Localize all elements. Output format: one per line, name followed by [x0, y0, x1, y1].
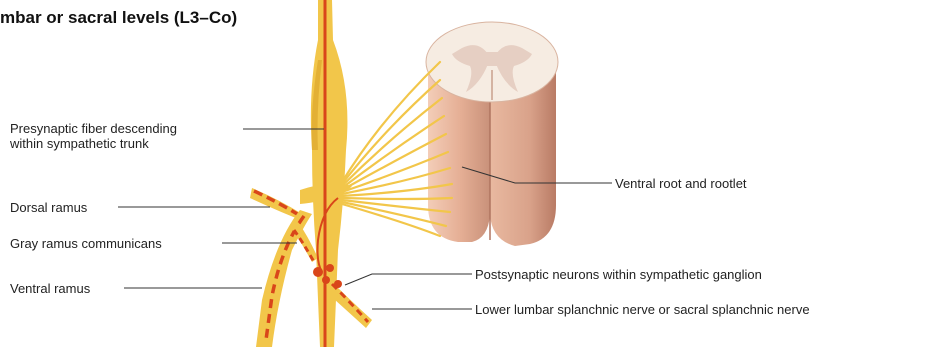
label-ventral-root: Ventral root and rootlet	[615, 176, 747, 191]
label-presynaptic-fiber: Presynaptic fiber descending within symp…	[10, 121, 177, 151]
label-dorsal-ramus: Dorsal ramus	[10, 200, 87, 215]
label-presynaptic-line1: Presynaptic fiber descending	[10, 121, 177, 136]
label-postsynaptic-neurons: Postsynaptic neurons within sympathetic …	[475, 267, 762, 282]
label-gray-ramus: Gray ramus communicans	[10, 236, 162, 251]
label-presynaptic-line2: within sympathetic trunk	[10, 136, 149, 151]
figure-title: mbar or sacral levels (L3–Co)	[0, 8, 237, 28]
label-ventral-ramus: Ventral ramus	[10, 281, 90, 296]
label-splanchnic-nerve: Lower lumbar splanchnic nerve or sacral …	[475, 302, 810, 317]
